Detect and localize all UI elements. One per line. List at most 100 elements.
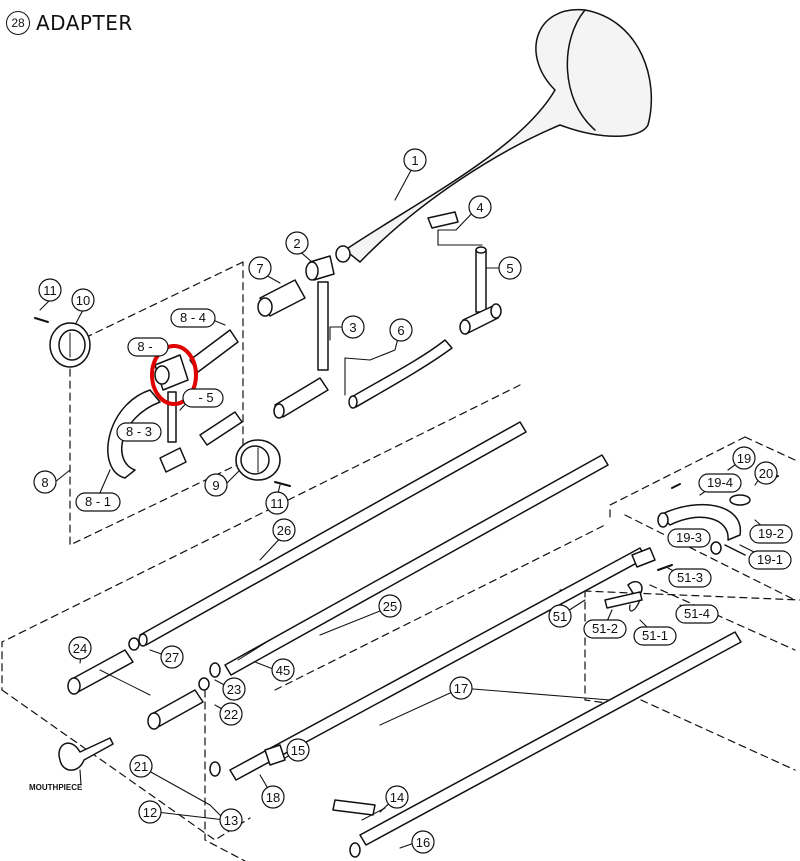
inner-slide-ends [67,637,210,730]
svg-text:15: 15 [291,743,305,758]
svg-text:13: 13 [224,813,238,828]
mouthpiece-part [58,737,114,771]
svg-text:8: 8 [41,475,48,490]
svg-text:8 -: 8 - [137,339,152,354]
svg-text:26: 26 [277,523,291,538]
callout-51-3: 51-3 [668,568,712,588]
svg-text:12: 12 [143,805,157,820]
water-key-assembly [604,475,779,612]
callout-4: 4 [468,195,492,219]
callout-51-1: 51-1 [633,626,677,646]
section-number-badge: 28 [6,11,30,35]
svg-text:16: 16 [416,835,430,850]
callout-27: 27 [160,645,184,669]
svg-text:2: 2 [293,236,300,251]
callout-3: 3 [341,315,365,339]
callout-2: 2 [285,231,309,255]
svg-text:19-2: 19-2 [758,526,784,541]
svg-text:20: 20 [759,466,773,481]
svg-text:51-4: 51-4 [684,606,710,621]
svg-text:45: 45 [276,663,290,678]
diagram-header: 28 ADAPTER [6,8,133,38]
callout-51: 51 [548,604,572,628]
svg-text:27: 27 [165,650,179,665]
svg-text:8 - 3: 8 - 3 [126,424,152,439]
callout-8-2: 8 - [127,337,169,357]
tuning-tube-parts [257,255,335,419]
svg-text:19-3: 19-3 [676,530,702,545]
section-title: ADAPTER [36,11,133,35]
svg-text:9: 9 [212,478,219,493]
callout-11b: 11 [265,491,289,515]
callout-17: 17 [449,676,473,700]
svg-text:51-1: 51-1 [642,628,668,643]
callout-16: 16 [411,830,435,854]
callout-13: 13 [219,808,243,832]
tube-6 [348,339,453,409]
svg-text:51-3: 51-3 [677,570,703,585]
svg-text:14: 14 [390,790,404,805]
callout-5: 5 [498,256,522,280]
svg-text:10: 10 [76,293,90,308]
callout-8-5: - 5 [182,388,224,408]
svg-text:23: 23 [227,682,241,697]
callout-25: 25 [378,594,402,618]
bell-brace [427,211,502,335]
callout-21: 21 [129,754,153,778]
callout-8-3: 8 - 3 [116,422,162,442]
svg-text:19-1: 19-1 [757,552,783,567]
callout-circles: 1 2 3 4 5 6 7 8 9 10 11 11 12 13 14 15 1… [33,148,778,854]
svg-text:19: 19 [737,451,751,466]
callout-19-2: 19-2 [749,524,793,544]
mouthpiece-label: MOUTHPIECE [29,783,83,792]
callout-8: 8 [33,470,57,494]
svg-text:3: 3 [349,320,356,335]
callout-8-1: 8 - 1 [75,492,121,512]
svg-text:21: 21 [134,759,148,774]
callout-22: 22 [219,702,243,726]
callout-18: 18 [261,785,285,809]
svg-text:24: 24 [73,641,87,656]
svg-text:18: 18 [266,790,280,805]
callout-51-2: 51-2 [583,619,627,639]
svg-text:11: 11 [43,283,57,298]
callout-15: 15 [286,738,310,762]
adapter-assembly [34,317,291,487]
callout-19-3: 19-3 [667,528,711,548]
svg-text:- 5: - 5 [198,390,213,405]
callout-8-4: 8 - 4 [170,308,216,328]
svg-text:8 - 4: 8 - 4 [180,310,206,325]
callout-19-1: 19-1 [748,550,792,570]
svg-text:51-2: 51-2 [592,621,618,636]
callout-20: 20 [754,461,778,485]
callout-26: 26 [272,518,296,542]
svg-text:5: 5 [506,261,513,276]
svg-text:1: 1 [411,153,418,168]
callout-12: 12 [138,800,162,824]
callout-24: 24 [68,636,92,660]
svg-text:22: 22 [224,707,238,722]
callout-1: 1 [403,148,427,172]
svg-text:11: 11 [270,496,284,511]
svg-text:8 - 1: 8 - 1 [85,494,111,509]
callout-51-4: 51-4 [675,604,719,624]
svg-text:4: 4 [476,200,483,215]
callout-45: 45 [271,658,295,682]
callout-6: 6 [389,318,413,342]
callout-19-4: 19-4 [698,473,742,493]
callout-14: 14 [385,785,409,809]
callout-23: 23 [222,677,246,701]
svg-text:17: 17 [454,681,468,696]
callout-boxes: 8 - 1 8 - 8 - 3 8 - 4 - 5 19-1 19-2 19-3… [75,308,793,646]
svg-text:6: 6 [397,323,404,338]
callout-9: 9 [204,473,228,497]
callout-11a: 11 [38,278,62,302]
svg-text:25: 25 [383,599,397,614]
svg-text:51: 51 [553,609,567,624]
callout-7: 7 [248,256,272,280]
svg-text:7: 7 [256,261,263,276]
highlight-circle [150,344,198,406]
